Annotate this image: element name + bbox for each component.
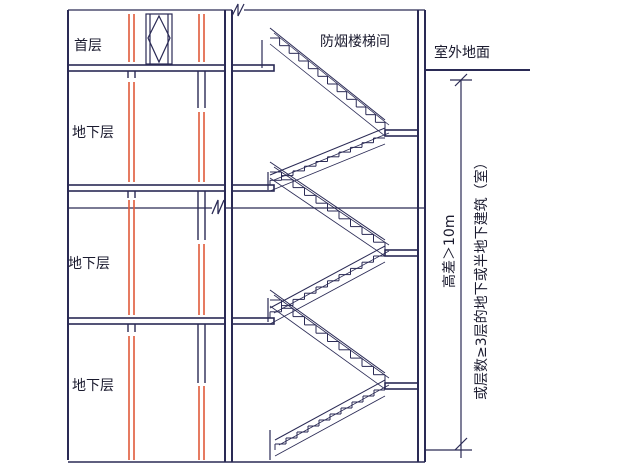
outdoor-ground-label: 室外地面	[434, 44, 490, 61]
section-break-line	[68, 199, 425, 215]
floor-label-basement-2: 地下层	[68, 256, 110, 272]
floor-slabs	[67, 64, 419, 390]
levels-note: 或层数≥3层的地下或半地下建筑（室）	[473, 155, 490, 400]
stair-title: 防烟楼梯间	[320, 34, 390, 50]
height-dimension	[425, 73, 472, 458]
floor-label-basement-3: 地下层	[72, 378, 114, 394]
height-note: 高差＞10m	[441, 215, 458, 288]
red-pipes	[128, 14, 205, 460]
floor-label-basement-1: 地下层	[72, 125, 114, 141]
floor-label-ground: 首层	[74, 38, 102, 54]
columns	[127, 71, 206, 383]
building-structure	[67, 3, 530, 463]
stair-flights	[261, 27, 390, 460]
vent-window	[145, 13, 173, 65]
